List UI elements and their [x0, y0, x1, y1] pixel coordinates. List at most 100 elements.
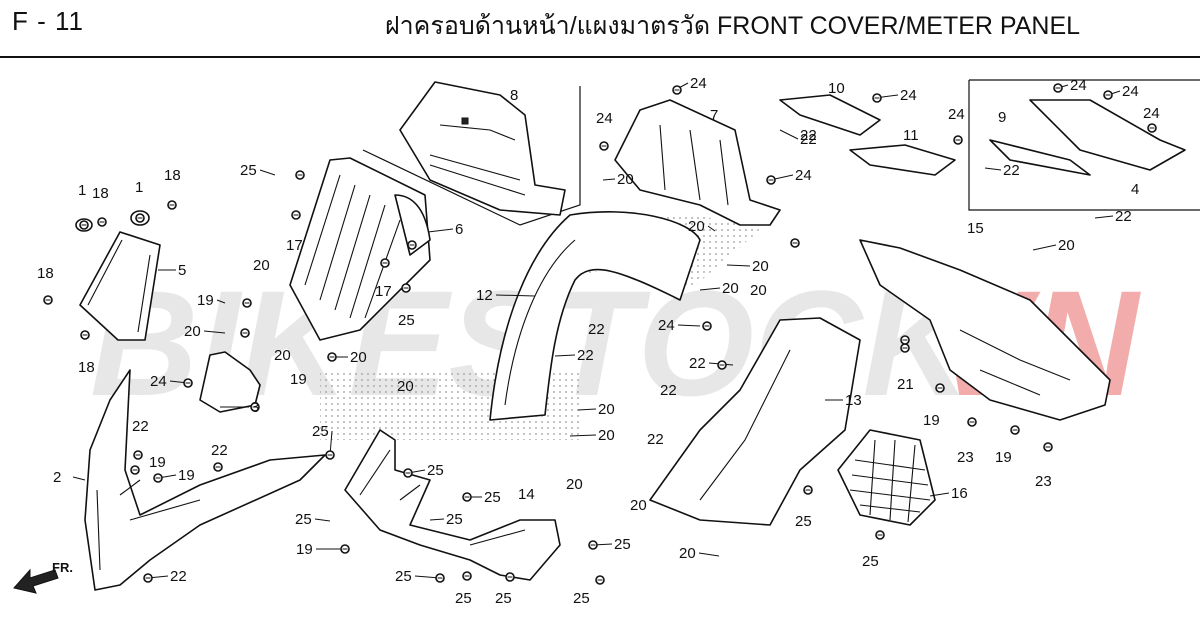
- side-cover-part-15: [859, 239, 1111, 421]
- bracket-part-14: [344, 429, 561, 581]
- callout-number: 20: [750, 282, 767, 299]
- callout-number: 6: [455, 221, 463, 238]
- callout-number: 20: [752, 258, 769, 275]
- callout-number: 20: [274, 347, 291, 364]
- callout-number: 19: [290, 371, 307, 388]
- callout-number: 2: [53, 469, 61, 486]
- callout-number: 25: [427, 462, 444, 479]
- callout-number: 10: [828, 80, 845, 97]
- leader-line: [569, 434, 597, 437]
- callout-number: 19: [178, 467, 195, 484]
- callout-number: 19: [149, 454, 166, 471]
- callout-number: 21: [897, 376, 914, 393]
- leader-line: [259, 169, 276, 176]
- leader-line: [602, 178, 616, 181]
- callout-number: 25: [240, 162, 257, 179]
- callout-number: 24: [1070, 77, 1087, 94]
- callout-number: 20: [630, 497, 647, 514]
- callout-number: 25: [795, 513, 812, 530]
- front-inner-cover-part-12: [489, 211, 701, 421]
- cover-part-10: [779, 94, 881, 136]
- callout-number: 22: [588, 321, 605, 338]
- callout-number: 25: [395, 568, 412, 585]
- callout-number: 20: [598, 427, 615, 444]
- callout-number: 3: [251, 399, 259, 416]
- callout-number: 20: [566, 476, 583, 493]
- callout-number: 25: [484, 489, 501, 506]
- leader-line: [203, 330, 226, 334]
- callout-number: 20: [617, 171, 634, 188]
- callout-number: 25: [455, 590, 472, 607]
- callout-number: 19: [995, 449, 1012, 466]
- callout-number: 23: [1035, 473, 1052, 490]
- callout-number: 20: [1058, 237, 1075, 254]
- callout-number: 24: [596, 110, 613, 127]
- cover-part-11: [849, 144, 956, 176]
- callout-number: 22: [1003, 162, 1020, 179]
- callout-number: 22: [170, 568, 187, 585]
- callout-number: 25: [398, 312, 415, 329]
- callout-number: 12: [476, 287, 493, 304]
- callout-number: 22: [577, 347, 594, 364]
- callout-number: 16: [951, 485, 968, 502]
- leader-line: [726, 264, 751, 267]
- callout-number: 24: [658, 317, 675, 334]
- callout-number: 25: [862, 553, 879, 570]
- callout-number: 5: [178, 262, 186, 279]
- leader-line: [1032, 244, 1057, 251]
- callout-number: 24: [150, 373, 167, 390]
- leader-line: [314, 518, 331, 522]
- callout-number: 14: [518, 486, 535, 503]
- callout-number: 22: [647, 431, 664, 448]
- leader-line: [929, 492, 950, 497]
- leader-line: [779, 129, 799, 140]
- forward-label: FR.: [52, 560, 73, 575]
- leader-line: [554, 354, 576, 357]
- callout-number: 20: [184, 323, 201, 340]
- fastener-glyphs: [43, 83, 1157, 585]
- group-frame-8: [362, 86, 581, 226]
- callout-number: 24: [948, 106, 965, 123]
- callout-number: 23: [957, 449, 974, 466]
- callout-number: 20: [350, 349, 367, 366]
- callout-number: 22: [800, 127, 817, 144]
- leader-line: [707, 225, 716, 232]
- page-title: ฝาครอบด้านหน้า/แผงมาตรวัด FRONT COVER/ME…: [385, 12, 1081, 40]
- front-top-cover-part-2: [84, 369, 326, 591]
- callout-number: 22: [689, 355, 706, 372]
- meter-panel-part-7: [614, 99, 781, 226]
- callout-number: 18: [37, 265, 54, 282]
- inner-panel-part-6: [289, 157, 431, 341]
- callout-number: 22: [132, 418, 149, 435]
- callout-number: 8: [510, 87, 518, 104]
- callout-number: 18: [78, 359, 95, 376]
- grille-part-16: [837, 429, 936, 526]
- meter-housing-part-8: [399, 81, 566, 216]
- callout-number: 19: [296, 541, 313, 558]
- forward-direction-arrow: FR.: [13, 560, 73, 594]
- callout-number: 24: [1143, 105, 1160, 122]
- callout-number: 7: [710, 107, 718, 124]
- bracket-part-3: [199, 351, 261, 413]
- leader-line: [1094, 215, 1114, 219]
- callout-number: 20: [397, 378, 414, 395]
- leader-line: [984, 167, 1002, 171]
- callout-number: 17: [286, 237, 303, 254]
- callout-number: 19: [197, 292, 214, 309]
- callout-number: 20: [598, 401, 615, 418]
- callout-number: 19: [923, 412, 940, 429]
- callout-number: 25: [614, 536, 631, 553]
- callout-number: 17: [375, 283, 392, 300]
- callout-number: 9: [998, 109, 1006, 126]
- callout-number: 15: [967, 220, 984, 237]
- callout-number: 18: [92, 185, 109, 202]
- callout-number: 25: [495, 590, 512, 607]
- callout-number: 24: [900, 87, 917, 104]
- center-cover-part-13: [649, 317, 861, 526]
- callout-number: 24: [795, 167, 812, 184]
- callout-number: 25: [573, 590, 590, 607]
- leader-line: [677, 324, 701, 327]
- callout-number: 18: [164, 167, 181, 184]
